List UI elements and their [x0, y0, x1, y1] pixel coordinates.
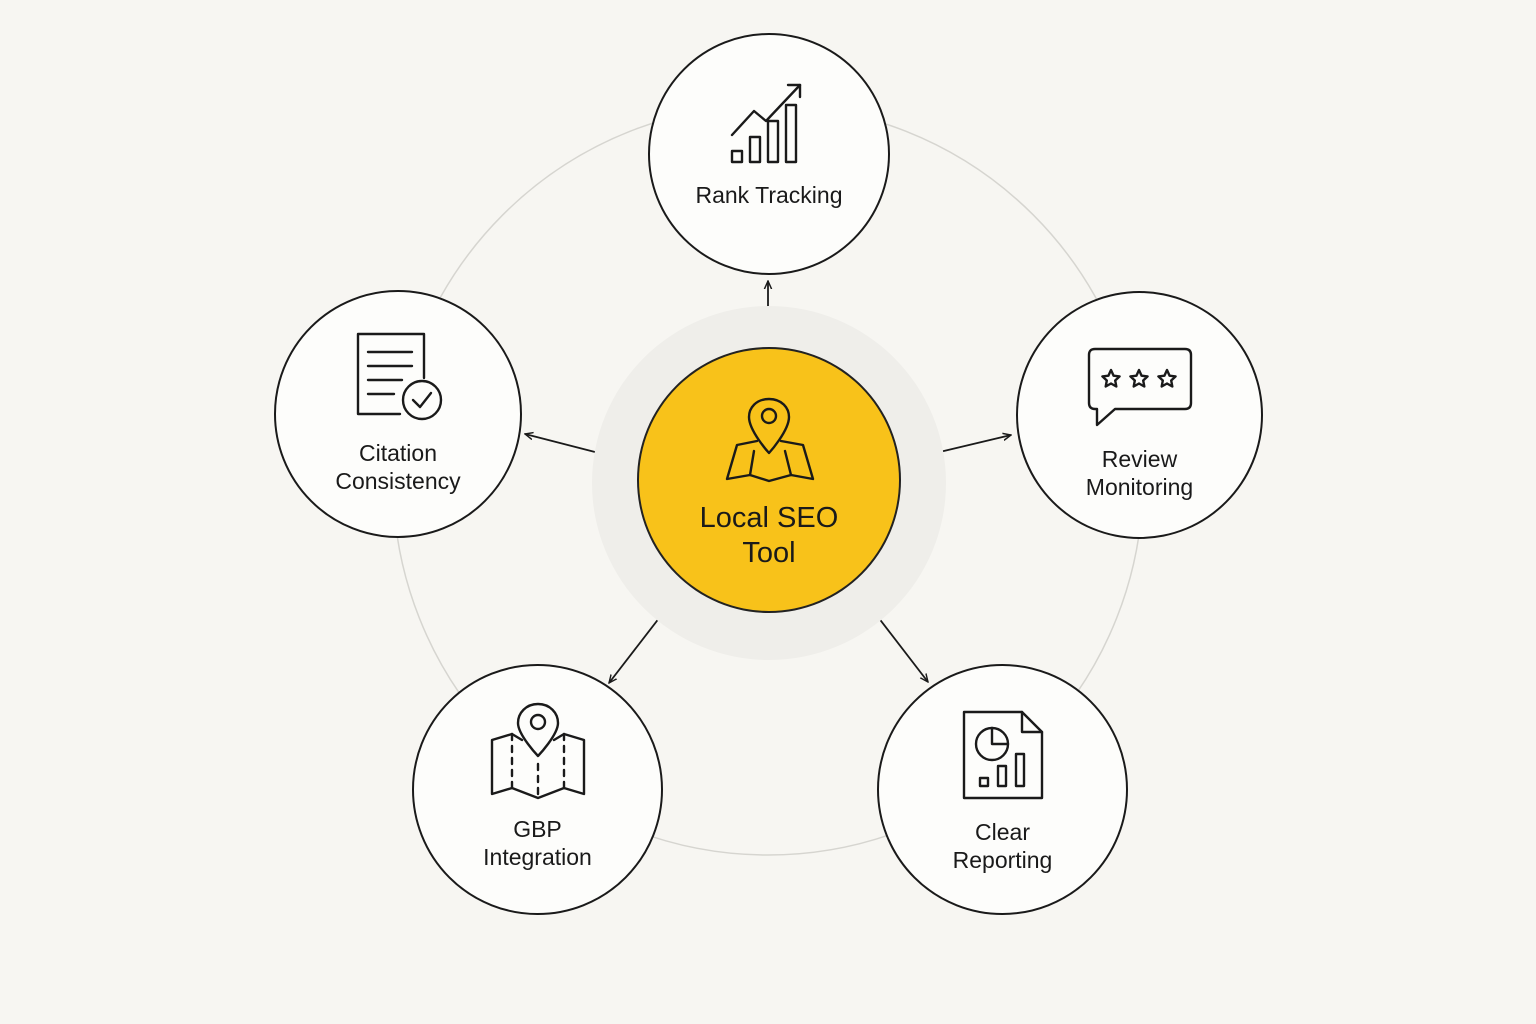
review-label: Review Monitoring — [1018, 445, 1261, 501]
gbp-label-line1: GBP — [513, 816, 562, 842]
citation-label-line1: Citation — [359, 440, 437, 466]
rank-label-line1: Rank Tracking — [695, 182, 843, 208]
gbp-label-line2: Integration — [483, 844, 592, 870]
map-location-icon — [490, 702, 585, 800]
node-gbp-integration[interactable]: GBP Integration — [412, 664, 663, 915]
checked-document-icon — [356, 332, 443, 421]
center-label-line1: Local SEO — [699, 502, 839, 534]
review-label-line2: Monitoring — [1085, 474, 1194, 500]
node-rank-tracking[interactable]: Rank Tracking — [648, 33, 890, 275]
map-pin-icon — [725, 397, 815, 483]
gbp-label: GBP Integration — [414, 815, 661, 871]
node-clear-reporting[interactable]: Clear Reporting — [877, 664, 1128, 915]
star-rating-bubble-icon — [1087, 347, 1192, 427]
center-label: Local SEO Tool — [639, 501, 899, 571]
report-label: Clear Reporting — [879, 818, 1126, 874]
node-citation-consistency[interactable]: Citation Consistency — [274, 290, 522, 538]
citation-label-line2: Consistency — [335, 468, 461, 494]
trending-bar-chart-icon — [730, 83, 802, 164]
report-label-line2: Reporting — [952, 847, 1053, 873]
citation-label: Citation Consistency — [276, 439, 520, 495]
rank-label: Rank Tracking — [650, 181, 888, 209]
center-label-line2: Tool — [742, 537, 796, 569]
report-label-line1: Clear — [975, 819, 1030, 845]
review-label-line1: Review — [1101, 446, 1178, 472]
node-review-monitoring[interactable]: Review Monitoring — [1016, 291, 1263, 539]
report-document-icon — [962, 710, 1043, 800]
center-node-local-seo-tool[interactable]: Local SEO Tool — [637, 347, 901, 613]
